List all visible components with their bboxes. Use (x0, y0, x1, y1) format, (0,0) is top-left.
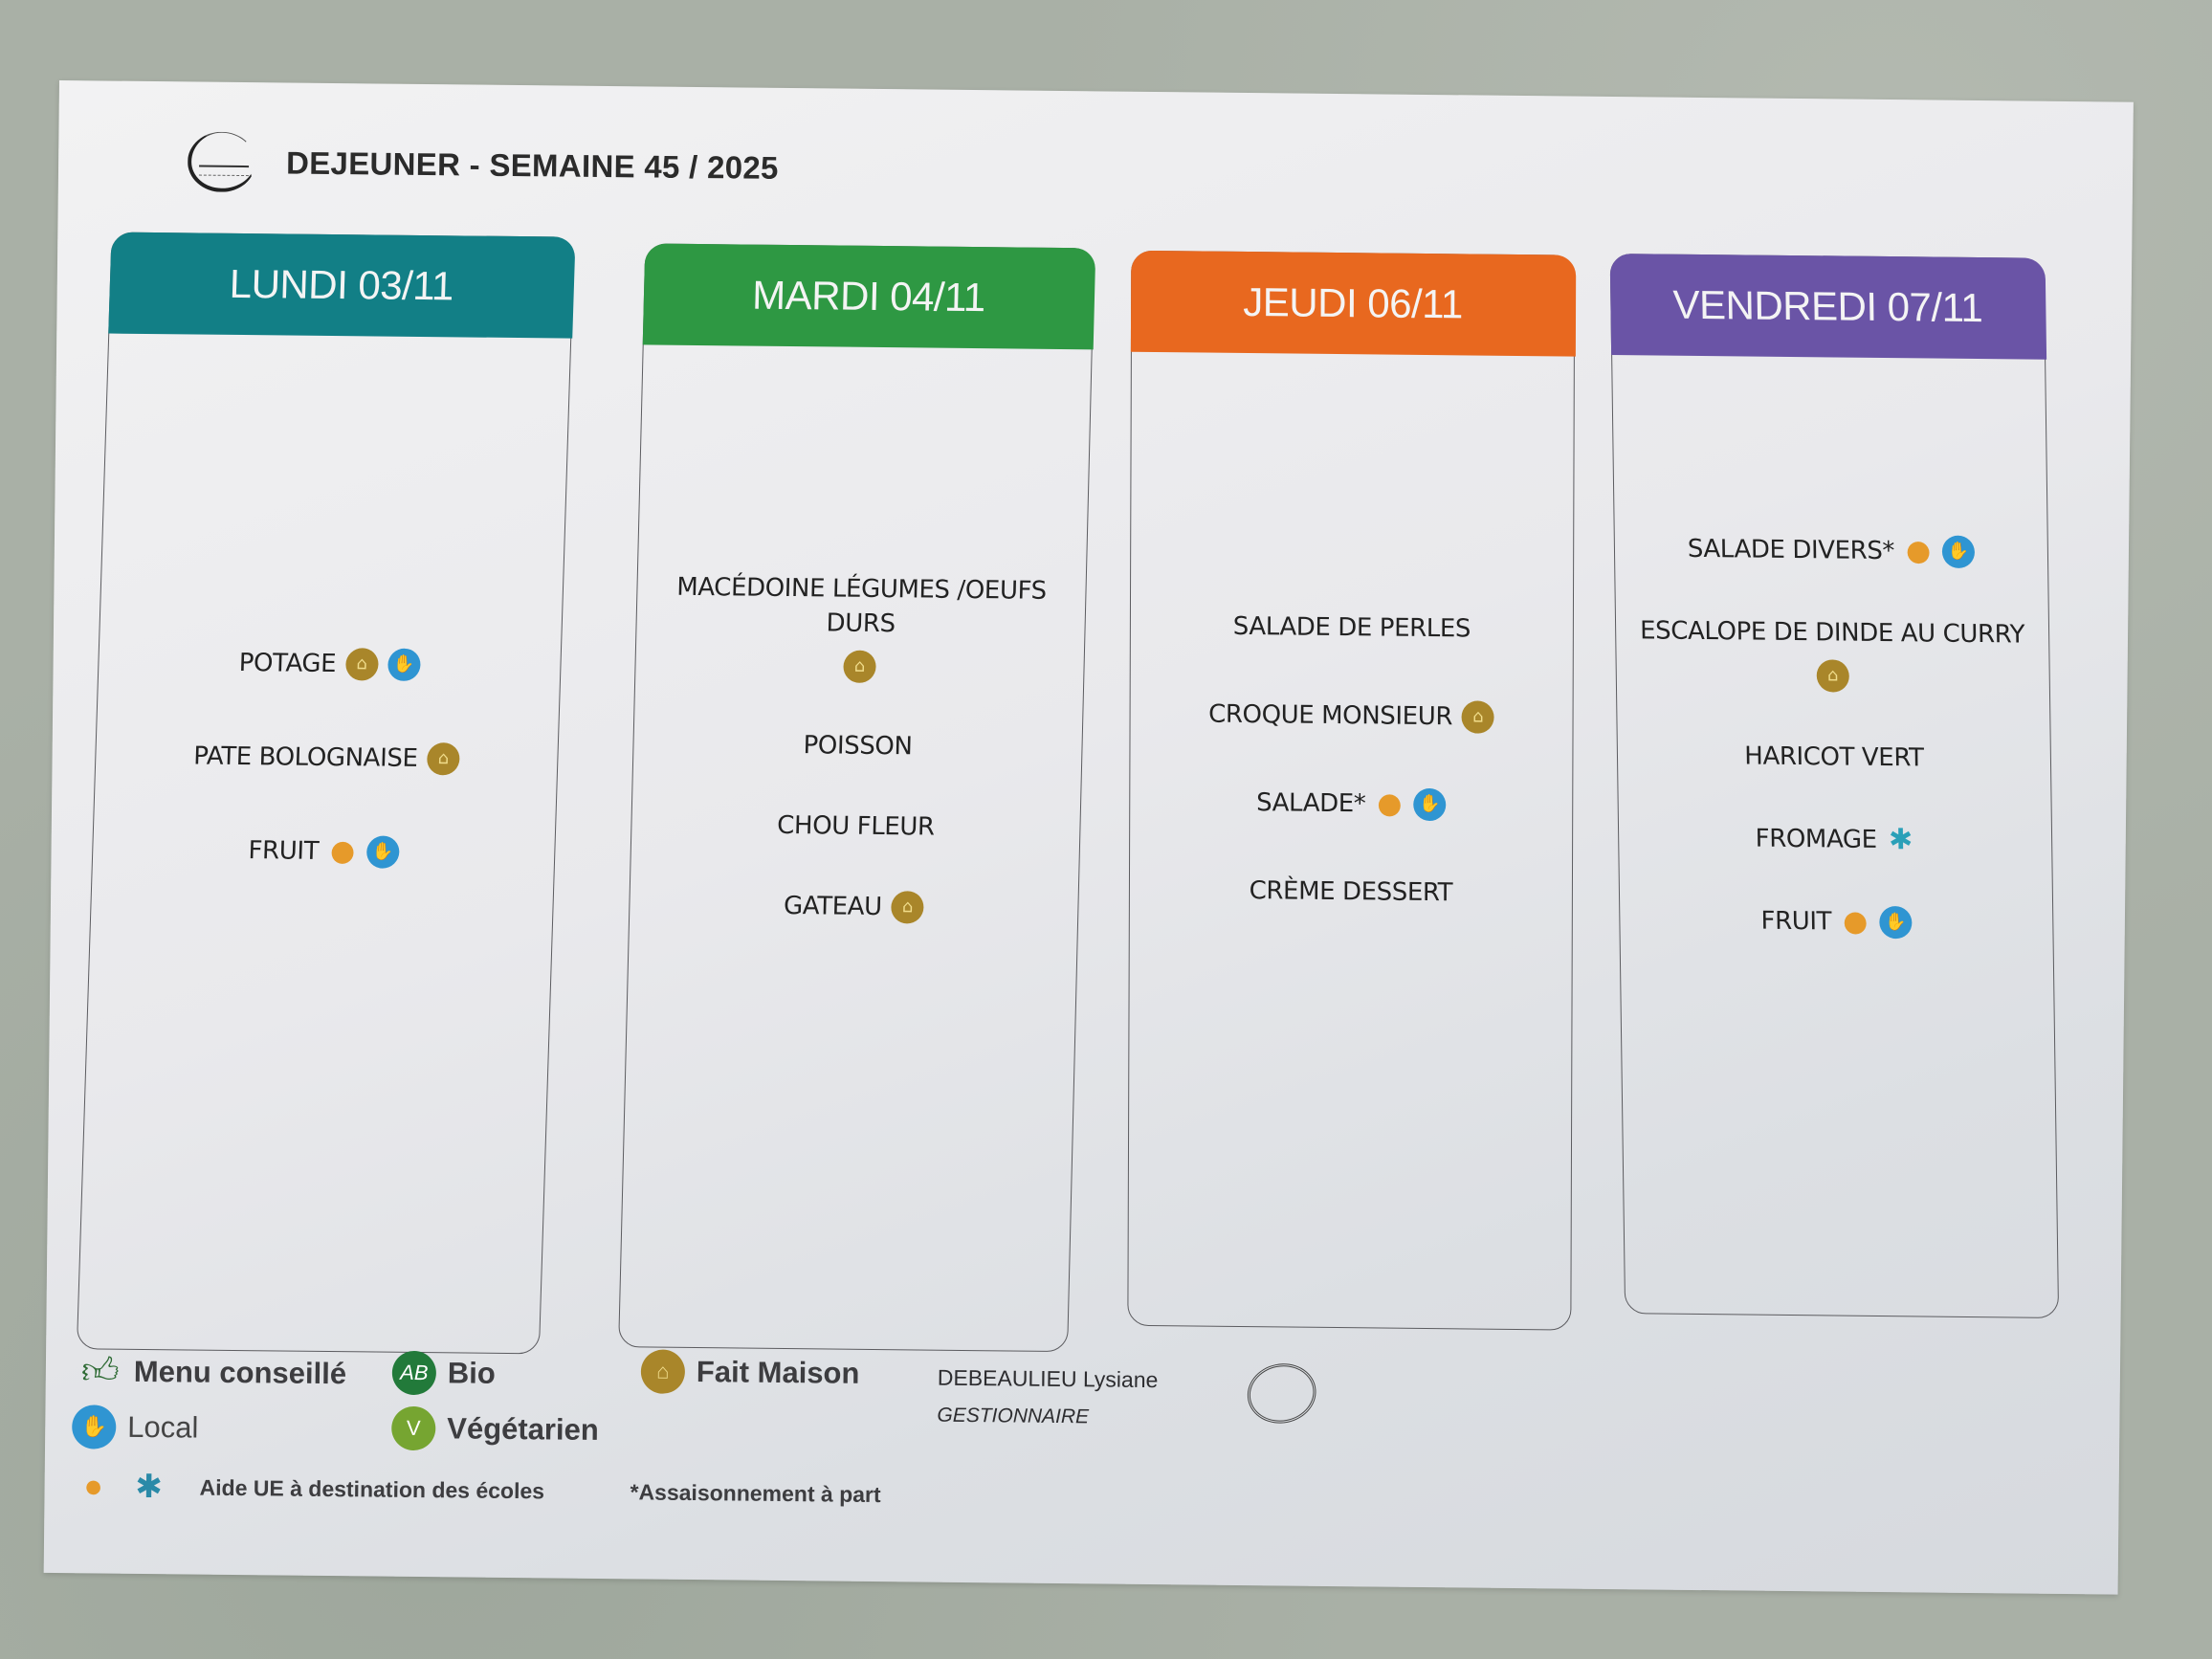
dish-item: HARICOT VERT (1744, 739, 1924, 775)
dish-item: PATE BOLOGNAISE ⌂ (192, 740, 461, 777)
fait-maison-icon: ⌂ (891, 891, 925, 924)
dish-item: CRÈME DESSERT (1250, 874, 1453, 910)
legend-fait-maison: ⌂ Fait Maison (640, 1349, 860, 1395)
dish-item: SALADE* ● ✋ (1256, 785, 1447, 822)
legend-label: Végétarien (447, 1411, 599, 1447)
dish-item: CHOU FLEUR (777, 808, 935, 845)
menu-sheet: DEJEUNER - SEMAINE 45 / 2025 LUNDI 03/11… (43, 80, 2134, 1595)
signature-block: DEBEAULIEU Lysiane GESTIONNAIRE (937, 1359, 1158, 1437)
dish-name: ESCALOPE DE DINDE AU CURRY (1639, 616, 2025, 650)
assaisonnement-note: *Assaisonnement à part (630, 1479, 881, 1508)
legend-bio: AB Bio (391, 1350, 496, 1396)
page-title: DEJEUNER - SEMAINE 45 / 2025 (285, 144, 779, 186)
legend-local: ✋ Local (72, 1405, 199, 1449)
aide-ue-fruit-icon: ● (329, 834, 356, 869)
signatory-name: DEBEAULIEU Lysiane (937, 1364, 1159, 1393)
legend-label: Local (127, 1409, 199, 1445)
dish-list: MACÉDOINE LÉGUMES /OEUFS DURS ⌂ POISSON … (619, 345, 1092, 1351)
day-label: MARDI 04/11 (751, 272, 986, 320)
thumbs-up-icon: 👍︎ (80, 1350, 120, 1392)
fait-maison-icon: ⌂ (640, 1349, 686, 1394)
fait-maison-icon: ⌂ (1461, 700, 1495, 734)
school-stamp-icon (1242, 1357, 1322, 1429)
dish-item: SALADE DIVERS* ● ✋ (1688, 532, 1976, 569)
dish-name: SALADE DE PERLES (1232, 611, 1471, 644)
day-label: LUNDI 03/11 (229, 260, 454, 308)
local-handshake-icon: ✋ (72, 1405, 117, 1449)
legend-vegetarien: V Végétarien (391, 1405, 599, 1452)
dish-item: FROMAGE ✱ (1755, 822, 1915, 858)
day-header: MARDI 04/11 (642, 242, 1095, 349)
vegetarian-leaf-icon: V (391, 1405, 436, 1451)
bio-ab-icon: AB (391, 1350, 437, 1396)
dish-name: SALADE DIVERS* (1687, 534, 1895, 566)
legend-label: Bio (447, 1356, 496, 1390)
dish-item: FRUIT ● ✋ (1760, 904, 1913, 940)
local-handshake-icon: ✋ (365, 835, 400, 869)
dish-item: SALADE DE PERLES (1233, 609, 1471, 647)
dish-name: CHOU FLEUR (776, 810, 936, 842)
fait-maison-icon: ⌂ (426, 742, 461, 776)
dish-name: GATEAU (783, 891, 883, 922)
day-header: JEUDI 06/11 (1130, 250, 1576, 357)
dish-list: SALADE DIVERS* ● ✋ ESCALOPE DE DINDE AU … (1612, 356, 2058, 1317)
dish-name: PATE BOLOGNAISE (192, 741, 418, 773)
fait-maison-icon: ⌂ (1816, 659, 1850, 693)
day-column-lundi: LUNDI 03/11 POTAGE ⌂ ✋ PATE BOLOGNAISE ⌂… (76, 232, 576, 1355)
fait-maison-icon: ⌂ (344, 648, 379, 681)
dish-name: POTAGE (238, 649, 337, 679)
day-label: JEUDI 06/11 (1243, 278, 1463, 326)
dish-name: FRUIT (248, 836, 320, 866)
aide-ue-fruit-icon: ● (1842, 904, 1869, 939)
fait-maison-icon: ⌂ (843, 650, 876, 683)
dish-item: CROQUE MONSIEUR ⌂ (1208, 697, 1495, 735)
day-column-vendredi: VENDREDI 07/11 SALADE DIVERS* ● ✋ ESCALO… (1609, 253, 2060, 1318)
dish-name: CRÈME DESSERT (1249, 876, 1453, 908)
legend-aide-ue: ● ✱ Aide UE à destination des écoles (71, 1464, 544, 1513)
dish-name: CROQUE MONSIEUR (1208, 699, 1453, 732)
dish-item: POTAGE ⌂ ✋ (238, 646, 421, 682)
day-header: LUNDI 03/11 (107, 232, 576, 339)
day-label: VENDREDI 07/11 (1672, 281, 1983, 330)
local-handshake-icon: ✋ (1941, 535, 1976, 568)
aide-ue-fruit-icon: ● (83, 1467, 104, 1505)
dish-name: FRUIT (1760, 906, 1832, 937)
dish-item: FRUIT ● ✋ (248, 833, 400, 870)
aide-ue-fruit-icon: ● (1905, 534, 1932, 568)
dish-name: MACÉDOINE LÉGUMES /OEUFS DURS (675, 572, 1048, 639)
aide-ue-lait-icon: ✱ (1888, 823, 1913, 857)
menu-header: DEJEUNER - SEMAINE 45 / 2025 (187, 131, 779, 197)
dish-name: FROMAGE (1755, 824, 1877, 854)
dish-name: HARICOT VERT (1744, 741, 1924, 773)
aide-ue-fruit-icon: ● (1377, 786, 1403, 821)
aide-ue-lait-icon: ✱ (135, 1468, 164, 1506)
school-logo-icon (187, 131, 256, 193)
dish-list: POTAGE ⌂ ✋ PATE BOLOGNAISE ⌂ FRUIT ● ✋ (77, 335, 570, 1354)
dish-item: POISSON (803, 728, 913, 763)
legend-menu-conseille: 👍︎ Menu conseillé (78, 1349, 347, 1396)
local-handshake-icon: ✋ (1413, 787, 1447, 822)
dish-name: POISSON (803, 731, 913, 762)
dish-name: SALADE* (1256, 788, 1366, 819)
dish-item: MACÉDOINE LÉGUMES /OEUFS DURS ⌂ (668, 570, 1053, 685)
day-column-mardi: MARDI 04/11 MACÉDOINE LÉGUMES /OEUFS DUR… (618, 242, 1095, 1353)
dish-item: ESCALOPE DE DINDE AU CURRY ⌂ (1622, 613, 2044, 695)
dish-list: SALADE DE PERLES CROQUE MONSIEUR ⌂ SALAD… (1128, 353, 1574, 1330)
dish-item: GATEAU ⌂ (784, 889, 925, 925)
legend-label: Aide UE à destination des écoles (199, 1474, 545, 1503)
day-header: VENDREDI 07/11 (1609, 253, 2046, 360)
legend-label: Menu conseillé (133, 1354, 347, 1391)
local-handshake-icon: ✋ (387, 648, 421, 681)
signatory-role: GESTIONNAIRE (937, 1404, 1090, 1428)
day-column-jeudi: JEUDI 06/11 SALADE DE PERLES CROQUE MONS… (1127, 250, 1576, 1331)
local-handshake-icon: ✋ (1878, 905, 1913, 940)
legend-label: Fait Maison (696, 1355, 860, 1390)
